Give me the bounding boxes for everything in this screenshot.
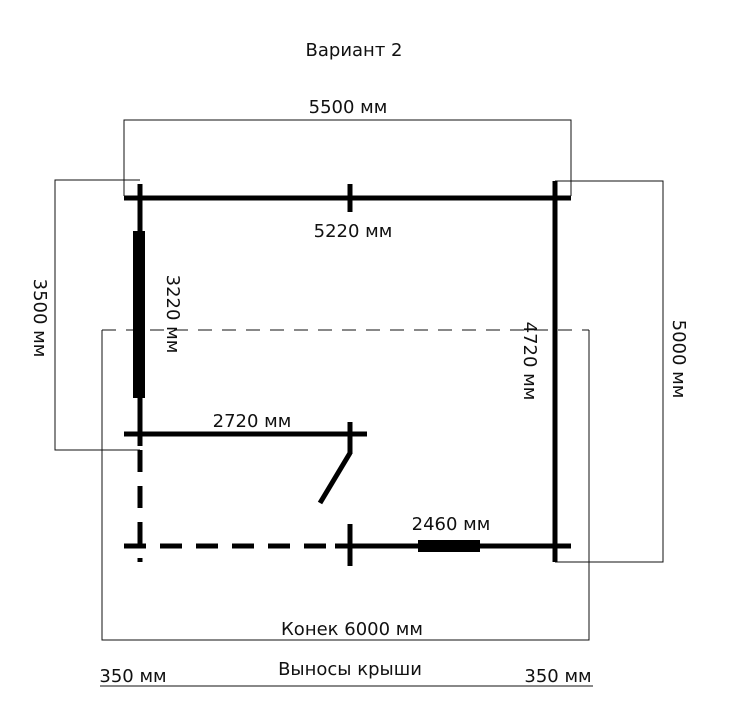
left-outer-dimension-label: 3500 мм bbox=[29, 279, 50, 358]
door-swing bbox=[317, 451, 353, 505]
overhang-left-label: 350 мм bbox=[99, 666, 166, 687]
bottom-segment-dimension-label: 2460 мм bbox=[412, 514, 491, 535]
right-outer-dimension-frame bbox=[555, 180, 664, 563]
right-outer-dimension-label: 5000 мм bbox=[668, 320, 689, 399]
ridge-dimension-label: Конек 6000 мм bbox=[281, 619, 423, 640]
partition-dimension-label: 2720 мм bbox=[213, 411, 292, 432]
right-inner-dimension-label: 4720 мм bbox=[519, 322, 540, 401]
top-outer-dimension-label: 5500 мм bbox=[309, 97, 388, 118]
left-outer-dimension-frame bbox=[54, 179, 140, 451]
overhang-right-label: 350 мм bbox=[524, 666, 591, 687]
roof-outline bbox=[101, 330, 590, 641]
overhang-caption: Выносы крыши bbox=[278, 659, 422, 680]
top-inner-dimension-label: 5220 мм bbox=[314, 221, 393, 242]
diagram-title: Вариант 2 bbox=[306, 40, 403, 61]
left-inner-dimension-label: 3220 мм bbox=[162, 275, 183, 354]
top-outer-dimension-frame bbox=[123, 119, 572, 196]
